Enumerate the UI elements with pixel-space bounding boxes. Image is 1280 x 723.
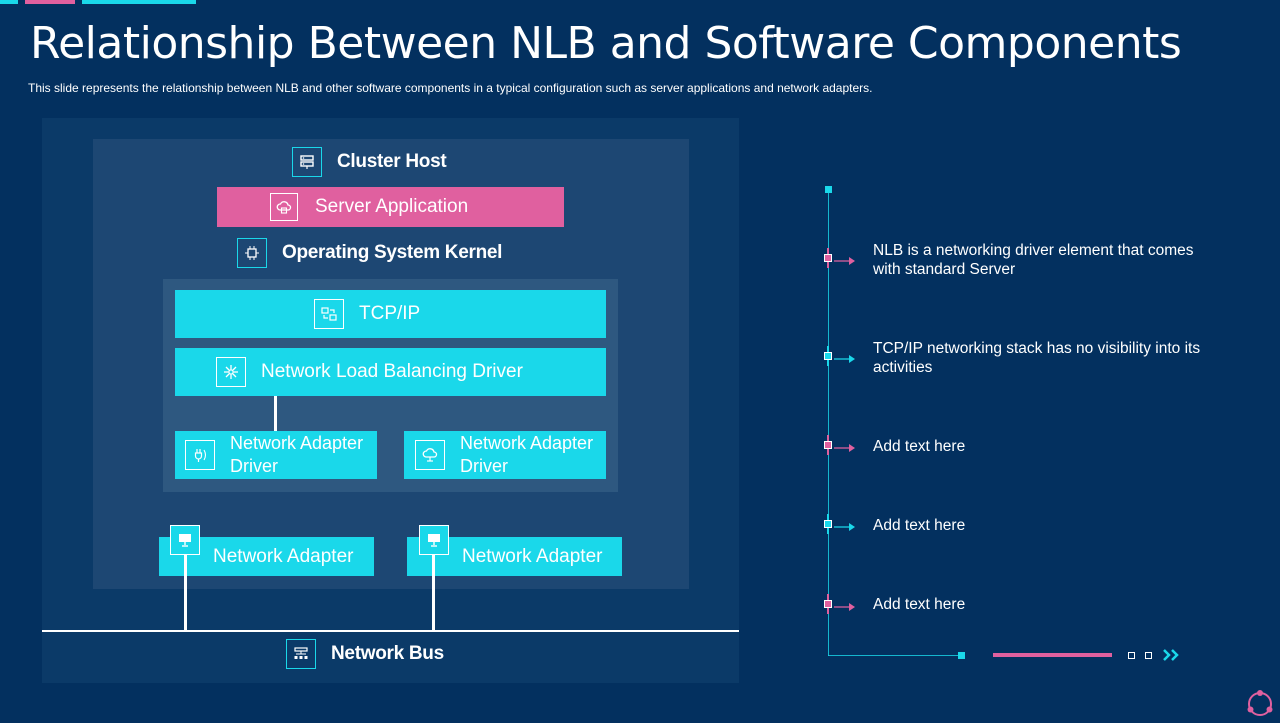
server-application-box: Server Application: [217, 187, 564, 227]
slide-title: Relationship Between NLB and Software Co…: [30, 18, 1182, 69]
connector-adapter-bus-1: [184, 555, 187, 631]
adapter-driver-label-2: Network Adapter Driver: [460, 433, 594, 476]
network-adapter-label-1: Network Adapter: [213, 545, 354, 567]
adapter-driver-box-1: Network Adapter Driver: [175, 431, 377, 479]
timeline-marker-5: [824, 600, 832, 608]
timeline-progress-bar: [993, 653, 1112, 657]
server-rack-icon: [292, 147, 322, 177]
timeline-item-text-3: Add text here: [873, 438, 966, 455]
timeline-item-text-5: Add text here: [873, 596, 966, 613]
cloud-network-icon: [415, 440, 445, 470]
timeline-item-text-1: NLB is a networking driver element that …: [873, 242, 1194, 278]
timeline-square-1: [1128, 652, 1135, 659]
snowflake-icon: [216, 357, 246, 387]
double-chevron-icon: [1162, 648, 1184, 662]
cycle-logo-icon: [1244, 686, 1276, 718]
top-accent-bar-cyan: [82, 0, 196, 4]
monitor-icon: [419, 525, 449, 555]
arrow-right-icon: [834, 440, 856, 452]
network-sync-icon: [314, 299, 344, 329]
timeline-axis: [828, 191, 829, 656]
nlb-driver-label: Network Load Balancing Driver: [261, 361, 523, 382]
connector-adapter-bus-2: [432, 555, 435, 631]
kernel-chip-icon: [237, 238, 267, 268]
timeline-baseline: [828, 655, 962, 656]
timeline-end-marker: [958, 652, 965, 659]
timeline-square-2: [1145, 652, 1152, 659]
nlb-driver-box: Network Load Balancing Driver: [175, 348, 606, 396]
tcpip-label: TCP/IP: [359, 303, 421, 324]
cloud-server-icon: [270, 193, 298, 221]
arrow-right-icon: [834, 253, 856, 265]
cluster-host-heading: Cluster Host: [337, 151, 447, 172]
monitor-icon: [170, 525, 200, 555]
slide-subtitle: This slide represents the relationship b…: [28, 81, 873, 95]
network-bus-heading: Network Bus: [331, 643, 444, 664]
adapter-driver-label-1: Network Adapter Driver: [230, 433, 364, 476]
timeline-marker-4: [824, 520, 832, 528]
timeline-marker-3: [824, 441, 832, 449]
timeline-marker-2: [824, 352, 832, 360]
timeline-item-text-4: Add text here: [873, 517, 966, 534]
arrow-right-icon: [834, 519, 856, 531]
timeline-start-marker: [825, 186, 832, 193]
connector-nlb-adapter-driver: [274, 396, 277, 431]
os-kernel-heading: Operating System Kernel: [282, 242, 503, 263]
network-adapter-label-2: Network Adapter: [462, 545, 603, 567]
timeline-item-text-2: TCP/IP networking stack has no visibilit…: [873, 340, 1201, 376]
network-bus-icon: [286, 639, 316, 669]
arrow-right-icon: [834, 599, 856, 611]
tcpip-box: TCP/IP: [175, 290, 606, 338]
network-bus-line: [42, 630, 739, 632]
arrow-right-icon: [834, 351, 856, 363]
server-application-label: Server Application: [315, 196, 469, 217]
adapter-driver-box-2: Network Adapter Driver: [404, 431, 606, 479]
plug-icon: [185, 440, 215, 470]
top-accent-bar-pink: [25, 0, 75, 4]
timeline-marker-1: [824, 254, 832, 262]
top-accent-bar-cyan-small: [0, 0, 18, 4]
